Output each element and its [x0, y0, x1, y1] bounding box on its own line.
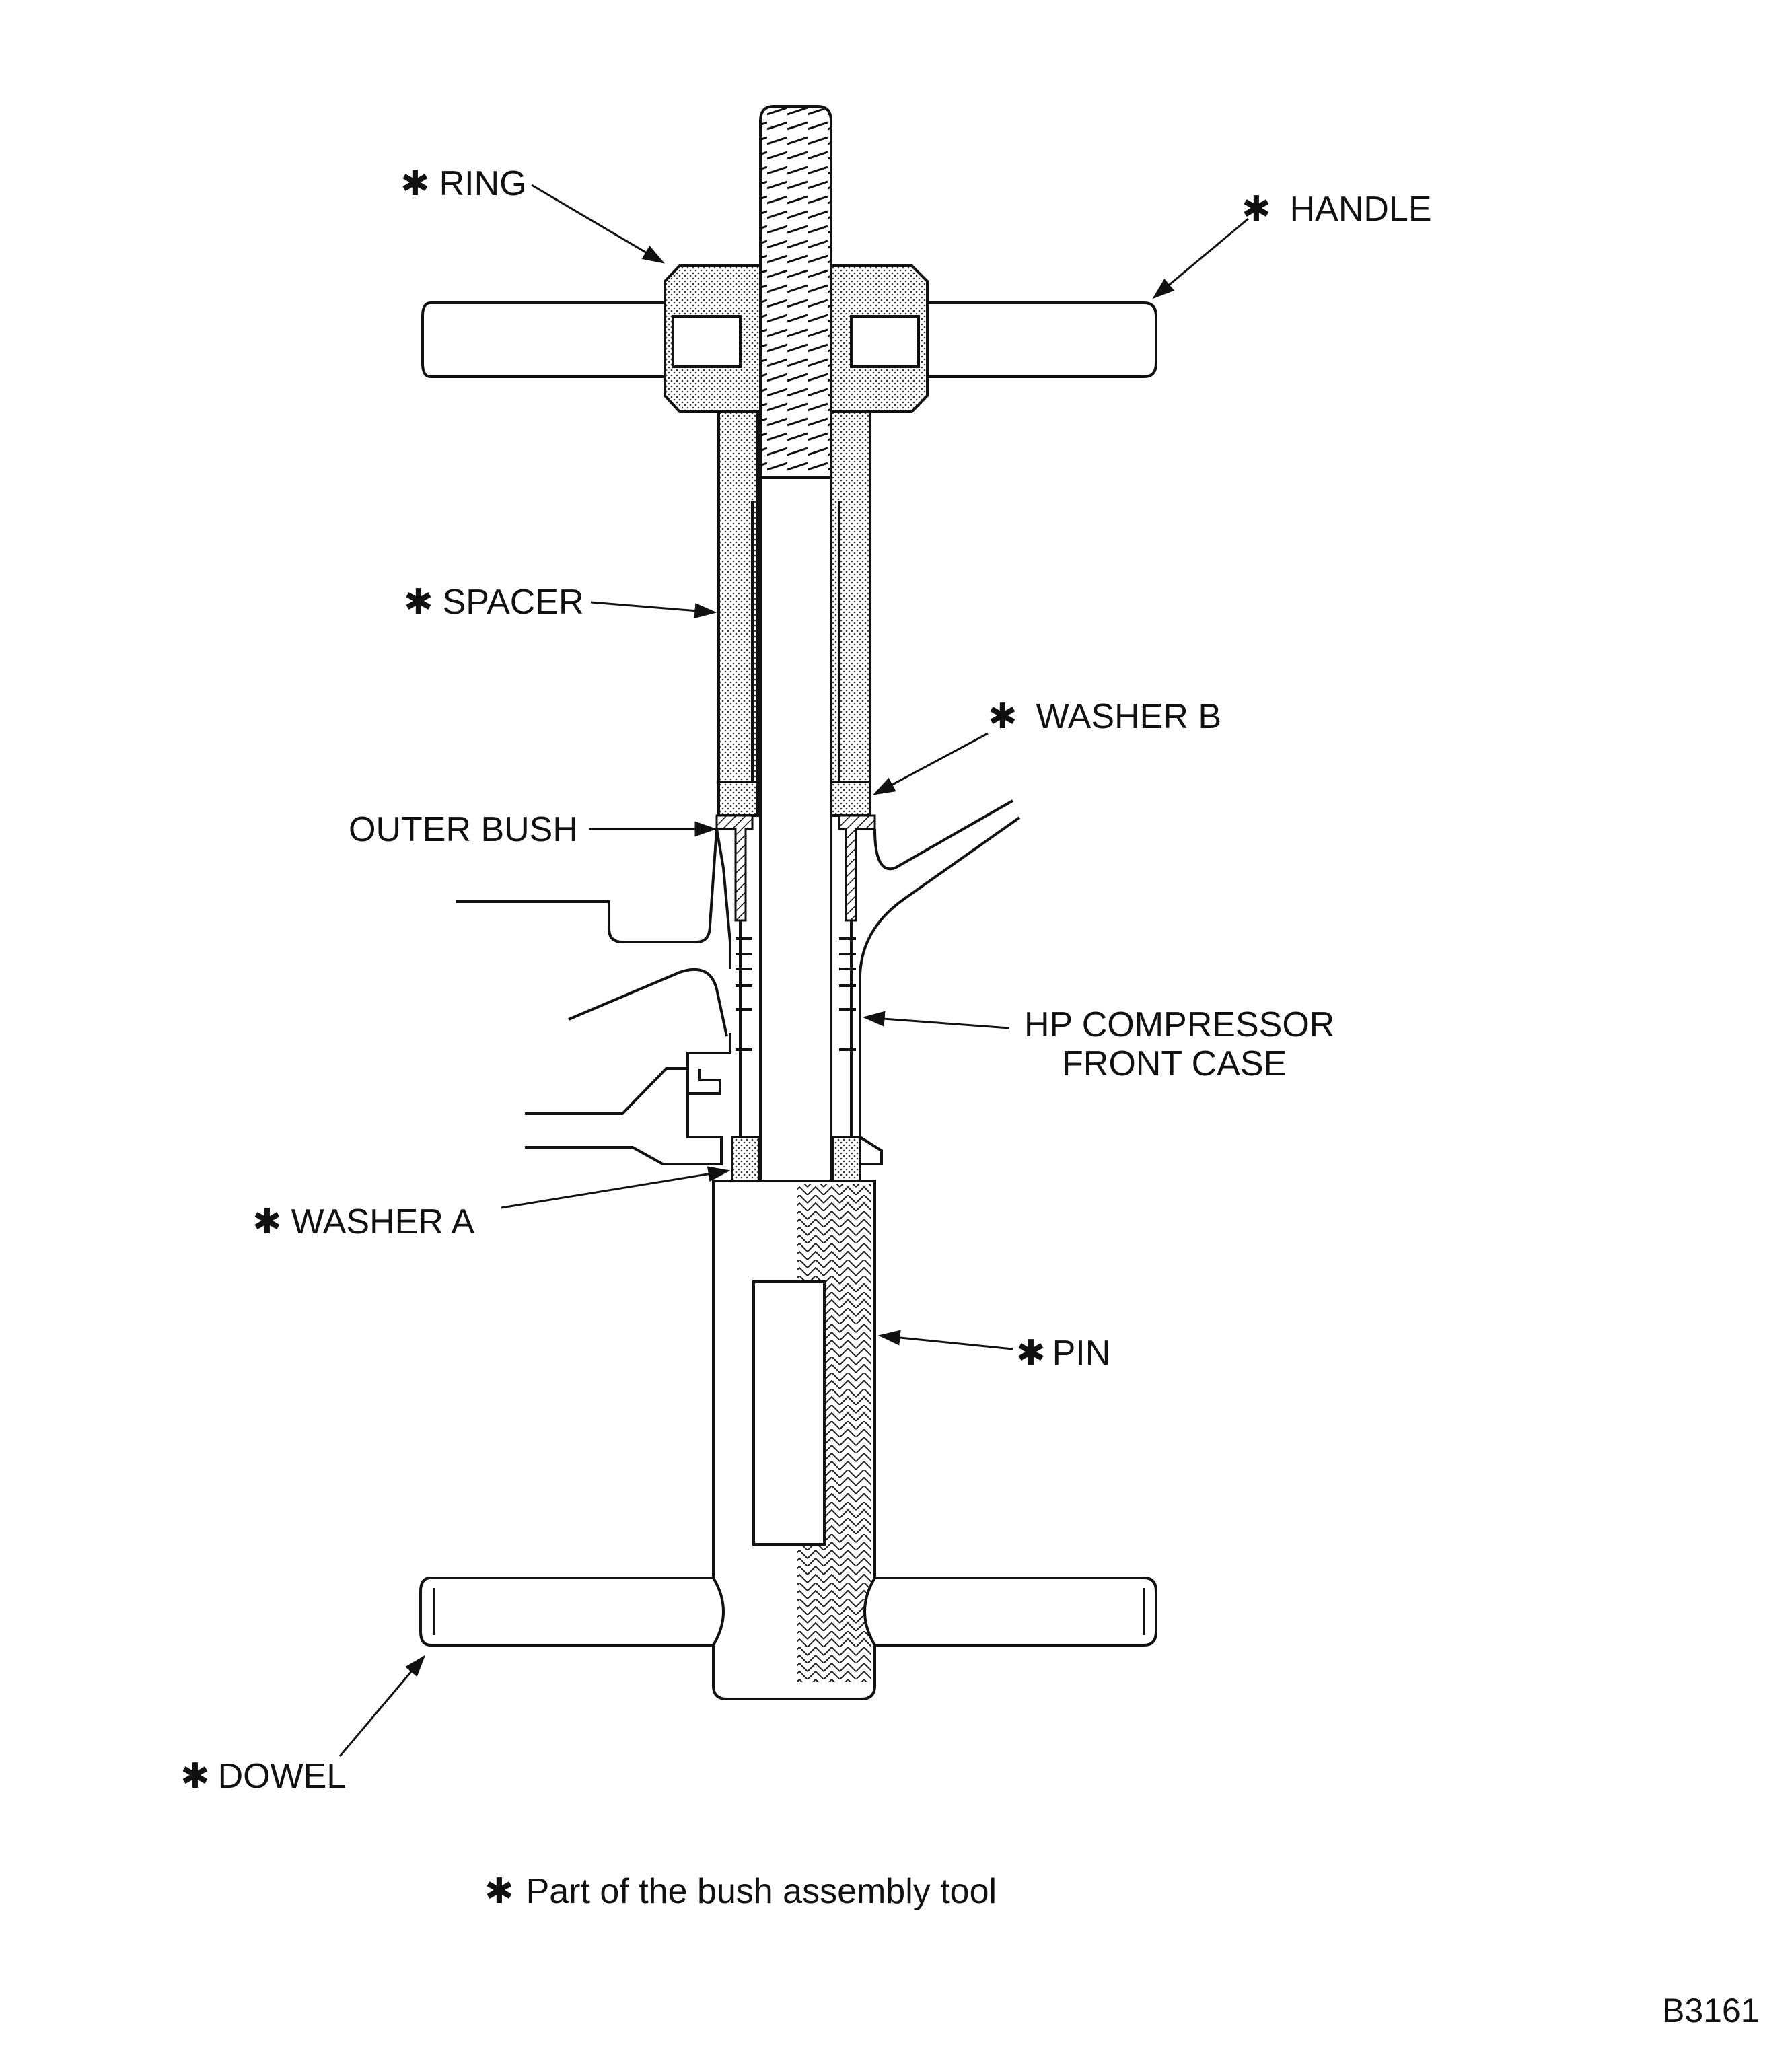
asterisk-icon: ✱ — [1016, 1334, 1046, 1373]
hp-compressor-label-line1: HP COMPRESSOR — [1024, 1005, 1334, 1044]
ring-leader — [531, 184, 665, 264]
hp-compressor-label-line2: FRONT CASE — [1062, 1044, 1287, 1083]
dowel-part — [419, 1577, 1157, 1647]
hp-compressor-front-case — [456, 799, 1021, 1165]
figure-reference: B3161 — [1662, 1992, 1760, 2029]
handle-label: ✱HANDLE — [1242, 190, 1432, 229]
pin-leader — [877, 1330, 1013, 1350]
asterisk-icon: ✱ — [988, 697, 1017, 736]
washer-b-leader — [873, 732, 989, 795]
outer-bush-part — [715, 814, 876, 922]
ring-part — [664, 264, 929, 413]
spacer-leader — [590, 601, 717, 619]
pin-label: ✱PIN — [1016, 1334, 1110, 1373]
spacer-label: ✱SPACER — [404, 583, 584, 622]
dowel-leader — [338, 1655, 426, 1757]
hp-compressor-leader — [862, 1011, 1010, 1029]
asterisk-icon: ✱ — [404, 583, 433, 622]
washer-b-label: ✱WASHER B — [988, 697, 1221, 736]
asterisk-icon: ✱ — [252, 1202, 282, 1241]
washer-a-label: ✱WASHER A — [252, 1202, 474, 1241]
footnote: ✱Part of the bush assembly tool — [485, 1872, 997, 1911]
central-shaft — [751, 476, 840, 1182]
asterisk-icon: ✱ — [400, 164, 430, 203]
asterisk-icon: ✱ — [180, 1757, 210, 1796]
handle-leader — [1152, 217, 1249, 299]
pin-part — [712, 1180, 876, 1700]
leader-lines — [338, 184, 1249, 1757]
ring-label: ✱RING — [400, 164, 527, 203]
washer-a-part — [731, 1136, 861, 1182]
dowel-label: ✱DOWEL — [180, 1757, 346, 1796]
asterisk-icon: ✱ — [485, 1872, 514, 1911]
washer-a-leader — [501, 1166, 731, 1209]
outer-bush-label: OUTER BUSH — [349, 810, 578, 849]
threaded-screw — [759, 105, 832, 479]
asterisk-icon: ✱ — [1242, 190, 1271, 229]
